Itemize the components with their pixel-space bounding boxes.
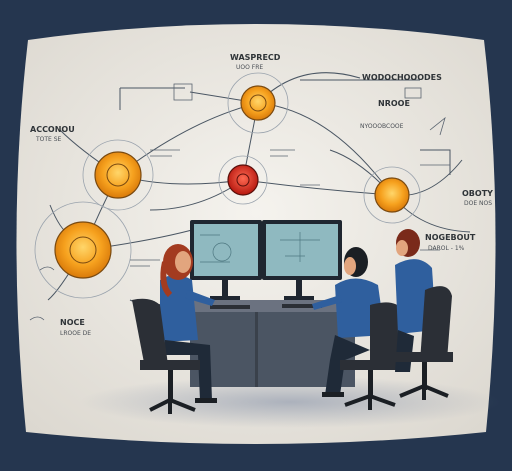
node-top [240, 85, 276, 121]
label-right-lower: NOGEBOUT [425, 233, 476, 242]
monitor-right-screen [266, 224, 338, 276]
label-right-lower-sub: DAROL - 1% [428, 245, 465, 252]
floor-shadow [80, 376, 500, 428]
label-right-small: NYOOOBCOOE [360, 123, 404, 130]
label-left: ACCONOU [30, 125, 75, 134]
node-center-red [227, 164, 259, 196]
desk [185, 300, 360, 387]
person-middle [312, 247, 385, 397]
label-bottom-left-sub: LROOE DE [60, 330, 91, 337]
label-right-far: OBOTY [462, 189, 493, 198]
label-top-sub: UOO FRE [236, 64, 263, 71]
chair-middle [340, 302, 402, 410]
label-top: WASPRECD [230, 53, 281, 62]
label-right-mid: NROOE [378, 99, 410, 108]
label-bottom-left: NOCE [60, 318, 85, 327]
monitor-left-screen [194, 224, 258, 276]
person-left [160, 244, 217, 403]
label-left-sub: TOTE SE [35, 136, 62, 143]
chair-left [132, 298, 200, 414]
monitors [190, 220, 342, 309]
label-right-far-sub: DOE NOS [464, 200, 492, 207]
node-right [374, 177, 410, 213]
node-rings [34, 72, 421, 299]
network-nodes [54, 85, 410, 279]
sketch-marks [29, 83, 450, 321]
node-left [94, 151, 142, 199]
label-top-right: WODOCHOOODES [362, 73, 442, 82]
chair-right [395, 286, 453, 400]
node-left-large [54, 221, 112, 279]
